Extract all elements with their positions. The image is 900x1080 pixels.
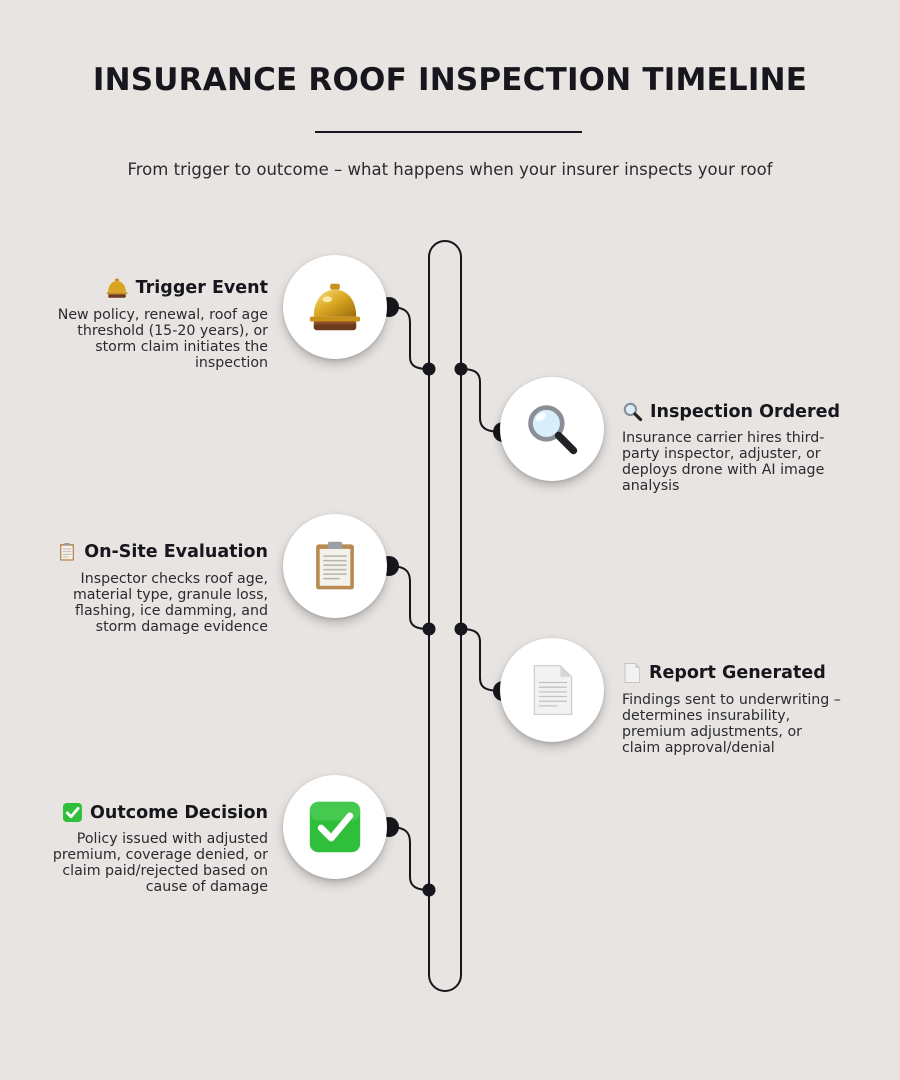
step-title: Report Generated bbox=[649, 663, 826, 683]
track-dot-step-2 bbox=[454, 362, 468, 376]
connector-step-1 bbox=[388, 306, 430, 370]
timeline-track bbox=[428, 240, 462, 992]
connector-step-2 bbox=[460, 368, 504, 433]
step-5-icon-circle bbox=[283, 775, 387, 879]
step-description: Inspector checks roof age, material type… bbox=[72, 571, 268, 635]
step-title: Outcome Decision bbox=[90, 802, 268, 823]
step-1-icon-circle bbox=[283, 255, 387, 359]
document-mini-icon bbox=[622, 662, 642, 684]
check-mark-mini-icon bbox=[62, 802, 83, 823]
document-icon bbox=[533, 665, 573, 715]
connector-step-4 bbox=[460, 628, 504, 692]
step-title: Trigger Event bbox=[135, 278, 268, 298]
check-mark-icon bbox=[309, 801, 361, 853]
step-trigger-event: Trigger Event New policy, renewal, roof … bbox=[46, 277, 268, 371]
step-title: Inspection Ordered bbox=[650, 401, 841, 422]
step-on-site-evaluation: On-Site Evaluation Inspector checks roof… bbox=[46, 541, 268, 635]
step-2-icon-circle bbox=[500, 377, 604, 481]
connector-step-3 bbox=[388, 565, 430, 630]
step-description: Findings sent to underwriting – determin… bbox=[622, 692, 841, 756]
step-outcome-decision: Outcome Decision Policy issued with adju… bbox=[46, 802, 268, 896]
magnifying-glass-icon bbox=[528, 405, 578, 455]
step-description: Insurance carrier hires third-party insp… bbox=[622, 430, 825, 494]
service-bell-icon bbox=[309, 283, 361, 331]
step-title: On-Site Evaluation bbox=[84, 542, 268, 562]
step-report-generated: Report Generated Findings sent to underw… bbox=[622, 662, 844, 756]
clipboard-icon bbox=[316, 541, 354, 590]
page-title: INSURANCE ROOF INSPECTION TIMELINE bbox=[92, 62, 808, 98]
step-inspection-ordered: Inspection Ordered Insurance carrier hir… bbox=[622, 401, 844, 495]
track-dot-step-3 bbox=[422, 622, 436, 636]
step-3-icon-circle bbox=[283, 514, 387, 618]
connector-step-5 bbox=[388, 826, 430, 891]
step-description: New policy, renewal, roof age threshold … bbox=[57, 307, 268, 371]
clipboard-mini-icon bbox=[57, 541, 77, 563]
track-dot-step-4 bbox=[454, 622, 468, 636]
step-description: Policy issued with adjusted premium, cov… bbox=[52, 831, 268, 895]
magnifying-glass-mini-icon bbox=[622, 401, 643, 422]
title-divider bbox=[315, 131, 582, 133]
page-subtitle: From trigger to outcome – what happens w… bbox=[127, 160, 773, 179]
step-4-icon-circle bbox=[500, 638, 604, 742]
service-bell-mini-icon bbox=[105, 277, 129, 299]
track-dot-step-1 bbox=[422, 362, 436, 376]
track-dot-step-5 bbox=[422, 883, 436, 897]
